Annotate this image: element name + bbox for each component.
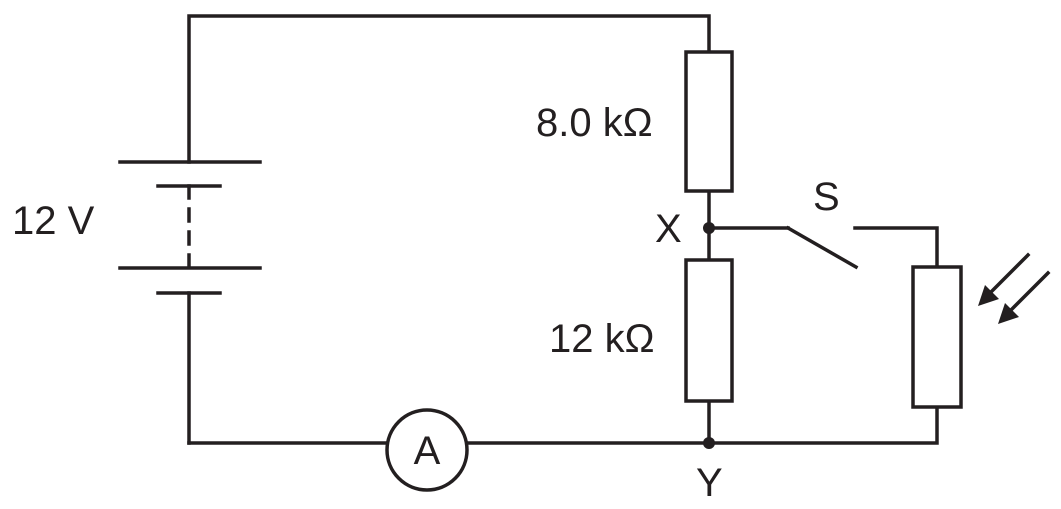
resistor-top-label: 8.0 kΩ: [536, 101, 653, 145]
wire-switch-to-ldr: [853, 226, 939, 269]
battery-label: 12 V: [12, 199, 95, 243]
light-arrow-icon: [998, 270, 1051, 324]
light-dependent-resistor-icon: [911, 265, 963, 409]
resistor-bottom-icon: [684, 258, 734, 403]
junction-x-dot: [703, 222, 715, 234]
ammeter-icon: [385, 408, 469, 492]
resistor-bottom-label: 12 kΩ: [549, 317, 655, 361]
wire-top: [187, 14, 711, 164]
wires: [187, 14, 939, 445]
junction-y-dot: [703, 437, 715, 449]
switch-label: S: [813, 175, 840, 219]
battery-icon: [118, 160, 262, 295]
open-switch-icon: [785, 225, 859, 270]
node-x-label: X: [655, 207, 682, 251]
ammeter-label: A: [414, 429, 441, 473]
resistor-top-icon: [684, 50, 734, 193]
node-y-label: Y: [696, 461, 723, 505]
wire-ldr-to-y: [707, 405, 939, 445]
light-arrow-icon: [978, 252, 1031, 306]
